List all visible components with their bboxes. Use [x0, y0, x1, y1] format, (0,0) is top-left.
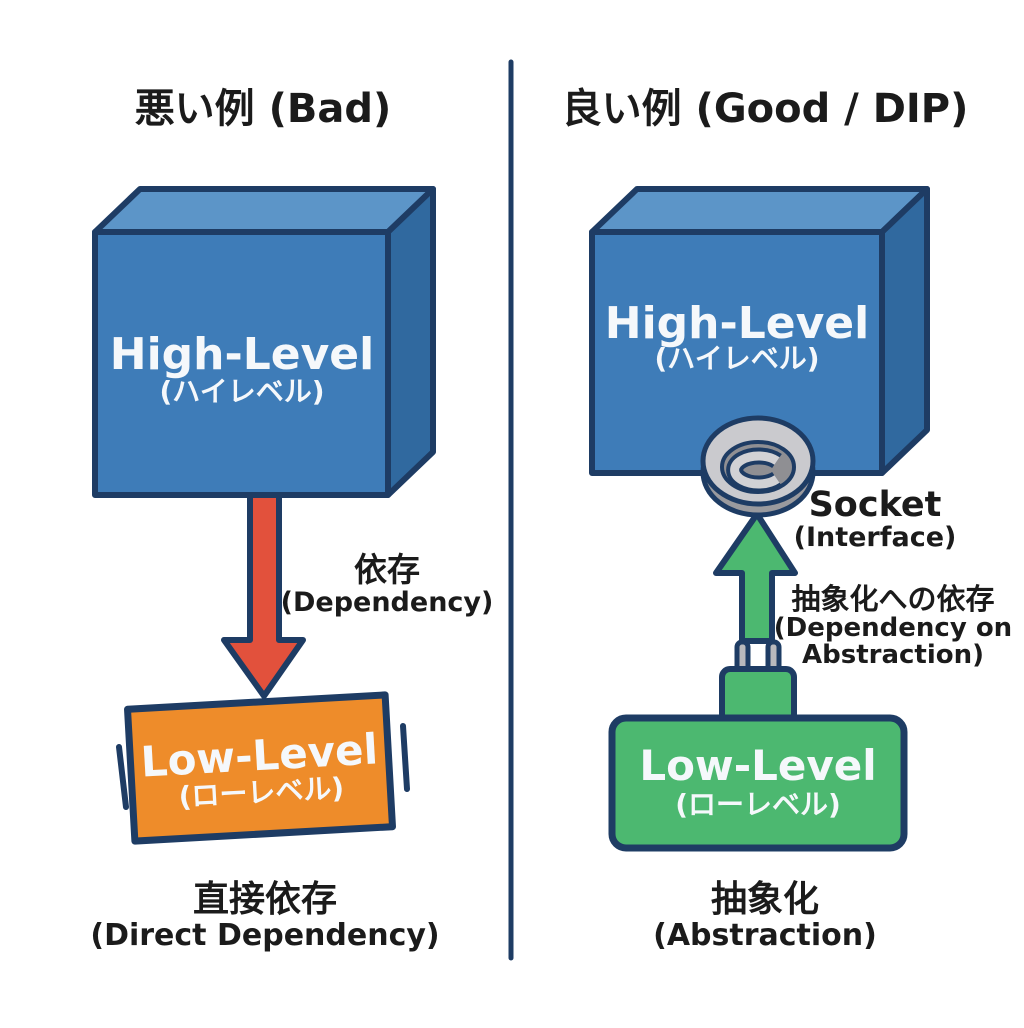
- bad-high-level-label: High-Level: [110, 329, 374, 380]
- bad-high-level-module: High-Level (ハイレベル): [92, 186, 436, 498]
- arrow-up-icon: [713, 511, 798, 644]
- cube-top-face: [589, 186, 930, 235]
- shake-tick-left: [116, 744, 129, 810]
- good-dependency-label-jp: 抽象化への依存: [791, 582, 994, 616]
- cube-side-face: [385, 186, 436, 498]
- socket-icon: [700, 415, 816, 518]
- shake-tick-right: [400, 723, 410, 792]
- good-low-level-sublabel: (ローレベル): [675, 788, 841, 821]
- good-high-level-label: High-Level: [605, 298, 869, 349]
- socket-label: Socket: [809, 485, 942, 525]
- socket-ring: [730, 451, 780, 489]
- cube-top-face: [92, 186, 436, 235]
- plug-icon: [719, 639, 797, 725]
- bad-dependency-label-en: (Dependency): [281, 587, 494, 618]
- good-high-level-module: High-Level (ハイレベル): [589, 186, 930, 476]
- bad-caption-en: (Direct Dependency): [90, 918, 439, 953]
- cube-front-face: [589, 229, 885, 476]
- good-caption-en: (Abstraction): [653, 918, 877, 953]
- good-caption-jp: 抽象化: [711, 879, 819, 920]
- good-dependency-label-en1: (Dependency on: [774, 613, 1012, 643]
- good-high-level-sublabel: (ハイレベル): [654, 342, 819, 375]
- good-low-level-module: Low-Level (ローレベル): [608, 714, 908, 852]
- cube-front-face: [92, 229, 391, 498]
- bad-caption-jp: 直接依存: [193, 879, 337, 920]
- good-panel-title: 良い例 (Good / DIP): [562, 86, 969, 132]
- cube-side-face: [879, 186, 930, 476]
- bad-dependency-label-jp: 依存: [354, 550, 420, 589]
- socket-sublabel: (Interface): [794, 522, 957, 553]
- plug-body: [719, 666, 797, 725]
- bad-low-level-module: Low-Level (ローレベル): [124, 691, 396, 845]
- bad-example-panel: 悪い例 (Bad) High-Level (ハイレベル) 依存 (Depende…: [90, 86, 493, 953]
- bad-high-level-sublabel: (ハイレベル): [159, 375, 324, 408]
- good-example-panel: 良い例 (Good / DIP) High-Level (ハイレベル) Sock…: [562, 86, 1013, 953]
- good-low-level-label: Low-Level: [639, 741, 876, 790]
- good-dependency-label-en2: Abstraction): [802, 640, 984, 670]
- bad-panel-title: 悪い例 (Bad): [135, 86, 392, 132]
- good-low-level-box: [608, 714, 908, 852]
- bad-low-level-box: [124, 691, 396, 845]
- arrow-down-icon: [221, 477, 306, 699]
